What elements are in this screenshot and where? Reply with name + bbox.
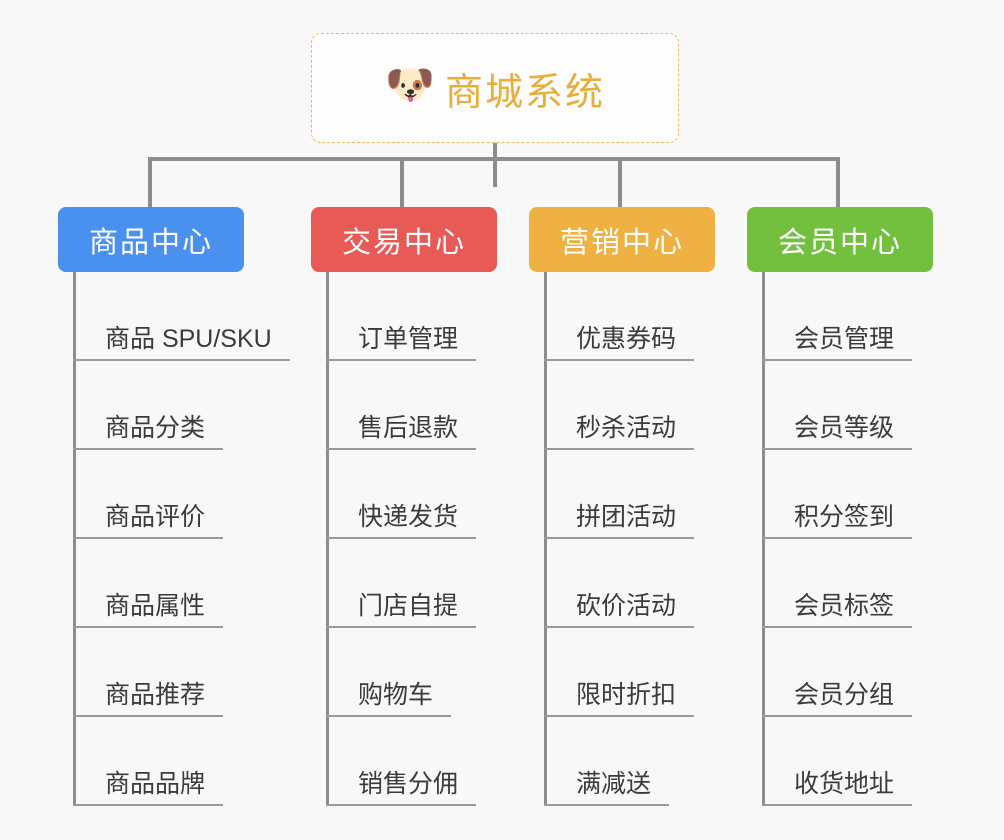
list-item[interactable]: 商品属性 [58,539,290,628]
list-item[interactable]: 商品推荐 [58,628,290,717]
list-item[interactable]: 限时折扣 [529,628,715,717]
branch-spine-1 [73,272,76,806]
dog-face-icon: 🐶 [384,63,435,107]
list-item-label: 购物车 [326,681,452,717]
branch-spine-2 [326,272,329,806]
branch-column-2: 交易中心 订单管理 售后退款 快递发货 门店自提 购物车 销售分佣 [311,207,497,806]
list-item-label: 商品分类 [73,414,224,450]
list-item[interactable]: 快递发货 [311,450,497,539]
connector-root-stem [493,143,497,187]
connector-drop-4 [836,157,840,207]
list-item-label: 会员管理 [762,325,913,361]
list-item-label: 商品评价 [73,503,224,539]
branch-header-label-1: 商品中心 [88,226,213,259]
list-item[interactable]: 商品 SPU/SKU [58,272,290,361]
branch-header-1[interactable]: 商品中心 [58,207,244,272]
list-item[interactable]: 销售分佣 [311,717,497,806]
list-item-label: 拼团活动 [544,503,695,539]
branch-header-3[interactable]: 营销中心 [529,207,715,272]
list-item-label: 限时折扣 [544,681,695,717]
branch-column-3: 营销中心 优惠券码 秒杀活动 拼团活动 砍价活动 限时折扣 满减送 [529,207,715,806]
list-item[interactable]: 门店自提 [311,539,497,628]
list-item-label: 商品属性 [73,592,224,628]
branch-column-1: 商品中心 商品 SPU/SKU 商品分类 商品评价 商品属性 商品推荐 商品品牌 [58,207,290,806]
list-item-label: 快递发货 [326,503,477,539]
connector-drop-1 [148,157,152,207]
branch-item-list-1: 商品 SPU/SKU 商品分类 商品评价 商品属性 商品推荐 商品品牌 [58,272,290,806]
branch-item-list-3: 优惠券码 秒杀活动 拼团活动 砍价活动 限时折扣 满减送 [529,272,715,806]
list-item[interactable]: 收货地址 [747,717,933,806]
list-item[interactable]: 商品分类 [58,361,290,450]
list-item-label: 优惠券码 [544,325,695,361]
list-item[interactable]: 满减送 [529,717,715,806]
root-node[interactable]: 🐶 商城系统 [311,33,679,143]
list-item-label: 满减送 [544,770,670,806]
list-item-label: 会员标签 [762,592,913,628]
branch-item-list-4: 会员管理 会员等级 积分签到 会员标签 会员分组 收货地址 [747,272,933,806]
list-item[interactable]: 会员分组 [747,628,933,717]
list-item-label: 售后退款 [326,414,477,450]
branch-header-label-4: 会员中心 [777,226,902,259]
branch-header-2[interactable]: 交易中心 [311,207,497,272]
list-item-label: 销售分佣 [326,770,477,806]
list-item-label: 秒杀活动 [544,414,695,450]
branch-item-list-2: 订单管理 售后退款 快递发货 门店自提 购物车 销售分佣 [311,272,497,806]
list-item[interactable]: 会员等级 [747,361,933,450]
connector-horizontal-bus [148,157,836,161]
list-item[interactable]: 砍价活动 [529,539,715,628]
list-item[interactable]: 积分签到 [747,450,933,539]
branch-spine-4 [762,272,765,806]
list-item[interactable]: 商品品牌 [58,717,290,806]
branch-header-label-3: 营销中心 [559,226,684,259]
list-item-label: 商品品牌 [73,770,224,806]
list-item[interactable]: 优惠券码 [529,272,715,361]
branch-column-4: 会员中心 会员管理 会员等级 积分签到 会员标签 会员分组 收货地址 [747,207,933,806]
list-item[interactable]: 会员标签 [747,539,933,628]
list-item-label: 会员等级 [762,414,913,450]
connector-drop-2 [400,157,404,207]
list-item[interactable]: 订单管理 [311,272,497,361]
list-item-label: 商品 SPU/SKU [73,325,290,361]
list-item-label: 门店自提 [326,592,477,628]
list-item[interactable]: 秒杀活动 [529,361,715,450]
list-item[interactable]: 购物车 [311,628,497,717]
branch-header-label-2: 交易中心 [341,226,466,259]
list-item-label: 积分签到 [762,503,913,539]
list-item[interactable]: 售后退款 [311,361,497,450]
list-item-label: 订单管理 [326,325,477,361]
list-item[interactable]: 会员管理 [747,272,933,361]
connector-drop-3 [618,157,622,207]
list-item-label: 收货地址 [762,770,913,806]
list-item[interactable]: 商品评价 [58,450,290,539]
root-title: 商城系统 [444,71,605,114]
list-item-label: 砍价活动 [544,592,695,628]
branch-header-4[interactable]: 会员中心 [747,207,933,272]
list-item[interactable]: 拼团活动 [529,450,715,539]
list-item-label: 商品推荐 [73,681,224,717]
branch-spine-3 [544,272,547,806]
list-item-label: 会员分组 [762,681,913,717]
